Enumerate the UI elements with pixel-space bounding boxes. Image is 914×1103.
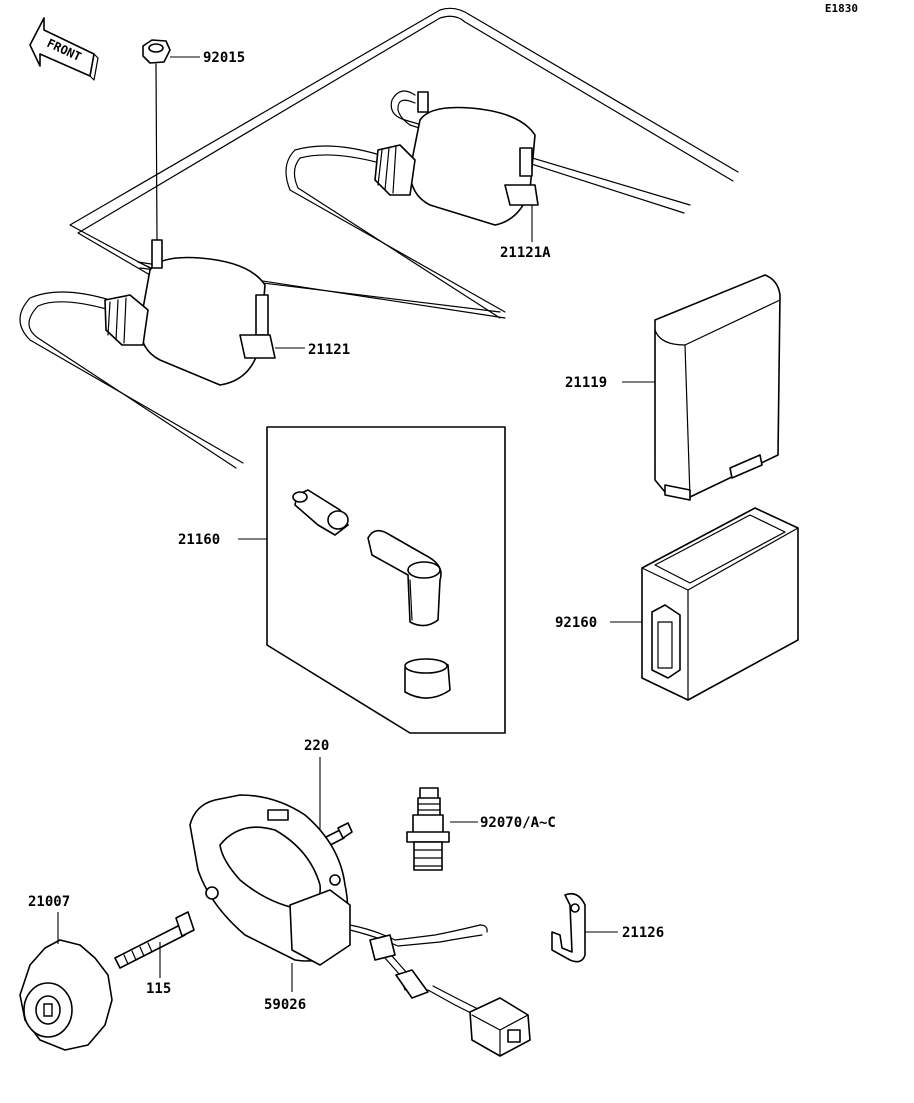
callout-59026: 59026 [264, 997, 306, 1013]
callout-21126: 21126 [622, 925, 664, 941]
nut-92015: 92015 [142, 39, 245, 241]
front-arrow-icon: FRONT [29, 17, 99, 81]
rotor-21007: 21007 [19, 894, 113, 1051]
callout-21121A: 21121A [500, 245, 551, 261]
callout-21119: 21119 [565, 375, 607, 391]
diagram-code: E1830 [825, 2, 858, 15]
callout-21007: 21007 [28, 894, 70, 910]
callout-21121: 21121 [308, 342, 350, 358]
clamp-21126: 21126 [551, 892, 664, 963]
ignition-coil-front: 21121 [104, 239, 350, 386]
callout-92015: 92015 [203, 50, 245, 66]
callout-92070: 92070/A~C [480, 815, 556, 831]
igniter-case-92160: 92160 [555, 507, 799, 701]
callout-21160: 21160 [178, 532, 220, 548]
ignition-wires [19, 7, 739, 469]
callout-220: 220 [304, 738, 329, 754]
stator-59026: 59026 [189, 794, 351, 1013]
igniter-unit-21119: 21119 [565, 274, 781, 501]
callout-115: 115 [146, 981, 171, 997]
cap-kit-21160: 21160 [178, 426, 506, 734]
bolt-115: 115 [114, 911, 195, 997]
callout-92160: 92160 [555, 615, 597, 631]
ignition-coil-rear: 21121A [374, 91, 551, 261]
spark-plug-92070: 92070/A~C [406, 787, 556, 871]
stator-harness [349, 924, 531, 1057]
